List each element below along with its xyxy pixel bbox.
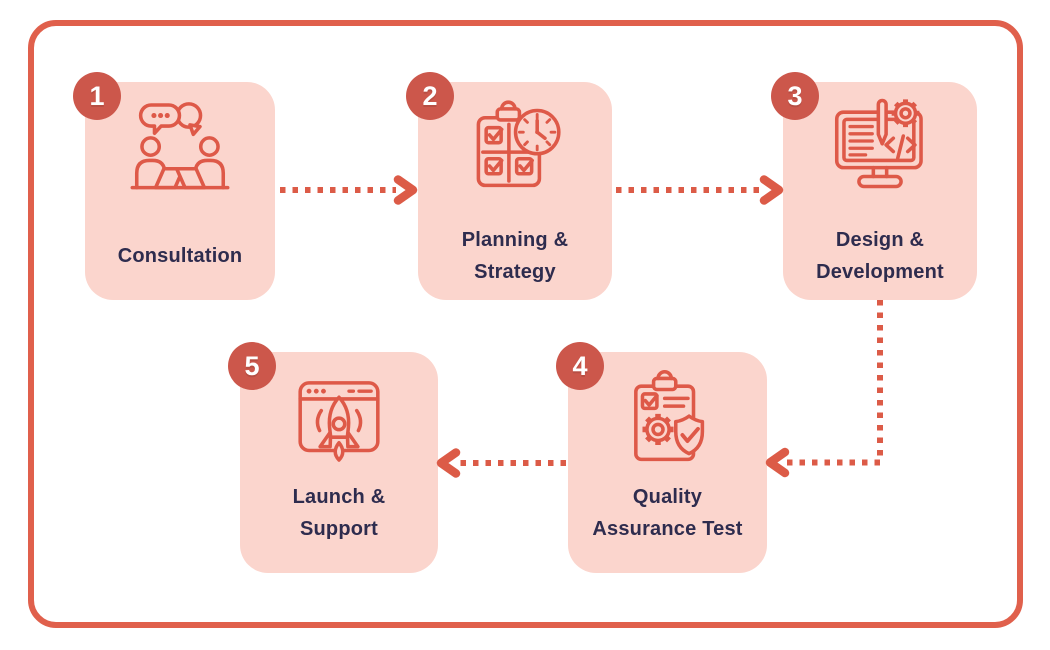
outer-frame (28, 20, 1023, 628)
step-number-badge: 2 (406, 72, 454, 120)
step-card-quality-assurance: 4 Quality Assurance (556, 342, 767, 573)
step-title-line1: Design & (835, 229, 925, 251)
step-title-line2: Assurance Test (592, 518, 743, 540)
flow-arrow-step2-to-step3 (616, 175, 784, 205)
step-card-consultation: 1 Co (73, 72, 275, 300)
step-card-planning-strategy: 2 (406, 72, 612, 300)
monitor-pencil-gear-code-icon (783, 90, 977, 212)
step-title: Planning & Strategy (418, 222, 612, 290)
step-number-badge: 4 (556, 342, 604, 390)
step-title-line1: Planning & (461, 229, 569, 251)
step-title: Consultation (85, 222, 275, 290)
step-number-badge: 1 (73, 72, 121, 120)
flow-arrow-step4-to-step5 (436, 448, 566, 478)
flow-arrow-step3-to-step4 (765, 300, 883, 478)
step-title-line1: Consultation (117, 245, 243, 267)
step-title: Design & Development (783, 222, 977, 290)
flow-arrow-step1-to-step2 (280, 175, 418, 205)
step-number-badge: 3 (771, 72, 819, 120)
step-title-line2: Development (816, 261, 944, 283)
step-card-design-development: 3 Design & Development (771, 72, 977, 300)
step-title-line2: Strategy (474, 261, 556, 283)
step-title-line1: Quality (632, 486, 703, 508)
step-title-line2: Support (299, 518, 379, 540)
step-number-badge: 5 (228, 342, 276, 390)
clipboard-checklist-clock-icon (418, 90, 612, 212)
step-title-line1: Launch & (292, 486, 386, 508)
browser-rocket-launch-icon (240, 364, 438, 486)
step-title: Quality Assurance Test (568, 479, 767, 547)
consultation-people-chat-icon (85, 90, 275, 212)
step-card-launch-support: 5 Launch & (228, 342, 438, 573)
clipboard-gear-shield-check-icon (568, 364, 767, 486)
step-title: Launch & Support (240, 479, 438, 547)
